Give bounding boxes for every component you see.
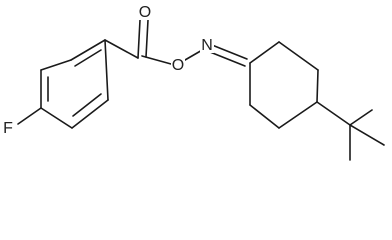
tbutyl-methyl-bond	[349, 109, 373, 126]
c-o-ester-bond	[141, 55, 172, 65]
ring-bond	[40, 107, 73, 129]
ring-bond	[71, 99, 109, 129]
ring-bond	[278, 101, 318, 129]
carbonyl-double-bond	[145, 19, 149, 58]
aryl-carbonyl-bond	[104, 39, 139, 59]
atom-label-carbonyl-oxygen: O	[138, 2, 152, 21]
aromatic-inner-bond	[72, 93, 102, 117]
ring-bond	[316, 69, 319, 103]
tbutyl-methyl-bond	[349, 124, 385, 146]
cyclohexane-ring	[249, 41, 319, 129]
imine-double-bond	[211, 44, 248, 60]
ring-bond	[104, 39, 109, 101]
ring-bond	[249, 41, 280, 64]
oxygen-label: O	[139, 4, 151, 21]
ring-bond	[249, 104, 280, 129]
aromatic-inner-bond	[74, 49, 102, 67]
atom-label-nitrogen: N	[200, 35, 214, 54]
ring-bond	[70, 39, 106, 61]
ring-bond	[40, 59, 72, 71]
chemical-structure-diagram: O O N F	[1, 2, 385, 161]
carbonyl-double-bond	[137, 19, 141, 59]
atom-label-fluorine: F	[1, 118, 15, 137]
oxygen-label: O	[172, 57, 184, 74]
ring-bond	[278, 41, 319, 71]
c-f-bond	[17, 107, 42, 125]
fluorine-label: F	[3, 120, 13, 137]
imine-double-bond	[209, 51, 246, 67]
atom-label-ester-oxygen: O	[171, 54, 185, 74]
nitrogen-label: N	[201, 37, 213, 54]
fluorophenyl-ring	[40, 39, 109, 129]
ring-tbutyl-bond	[316, 101, 351, 126]
